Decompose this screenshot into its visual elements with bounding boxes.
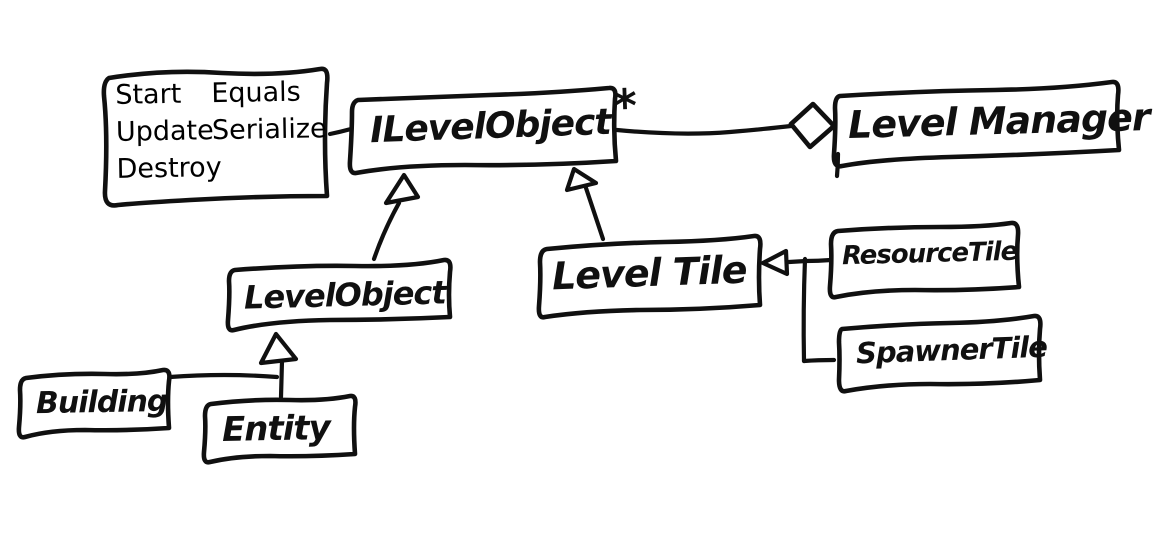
inheritance-arrow-icon: [383, 172, 421, 206]
method-equals: Equals: [211, 76, 301, 110]
level-tile-box: [536, 233, 763, 320]
interface-node-label: ILevelObject: [369, 101, 612, 152]
inheritance-arrow-icon: [258, 331, 299, 366]
method-serialize: Serialize: [211, 113, 327, 147]
tiles-connector-vertical: [801, 256, 808, 364]
method-start: Start: [115, 78, 182, 111]
resource-tile-node-label: ResourceTile: [841, 236, 1018, 272]
entity-node-label: Entity: [221, 408, 331, 450]
level-tile-inherit-line: [583, 185, 606, 242]
aggregation-line: [614, 123, 794, 136]
level-object-node-label: LevelObject: [243, 273, 447, 317]
resource-tile-box: [827, 220, 1022, 300]
tiles-connector-to-arrow: [786, 258, 809, 265]
level-object-box: [225, 257, 453, 333]
tiles-connector-spawner: [801, 357, 837, 364]
entity-box: [201, 393, 358, 465]
building-node-label: Building: [35, 383, 168, 422]
interface-box: [347, 85, 619, 176]
manager-box: [831, 79, 1122, 169]
spawner-tile-node-label: SpawnerTile: [855, 329, 1048, 371]
level-tile-node-label: Level Tile: [551, 247, 748, 299]
entity-connector-line: [278, 358, 285, 400]
aggregation-multiplicity: *: [612, 78, 637, 134]
level-object-inherit-line: [371, 200, 402, 262]
methods-note: Start Equals Update Serialize Destroy: [115, 76, 329, 191]
building-box: [16, 367, 172, 440]
tiles-connector-resource: [803, 257, 834, 264]
spawner-tile-box: [836, 313, 1043, 394]
aggregation-diamond-icon: [788, 101, 837, 150]
inheritance-arrow-icon: [760, 248, 790, 277]
manager-node-label: Level Manager: [847, 95, 1151, 147]
building-connector-line: [167, 372, 280, 380]
manager-box-edge-stub: [834, 151, 841, 179]
method-update: Update: [115, 115, 215, 148]
inheritance-arrow-icon: [564, 166, 599, 193]
methods-note-box: [101, 66, 330, 208]
method-destroy: Destroy: [116, 152, 222, 185]
note-link-line: [327, 126, 354, 137]
